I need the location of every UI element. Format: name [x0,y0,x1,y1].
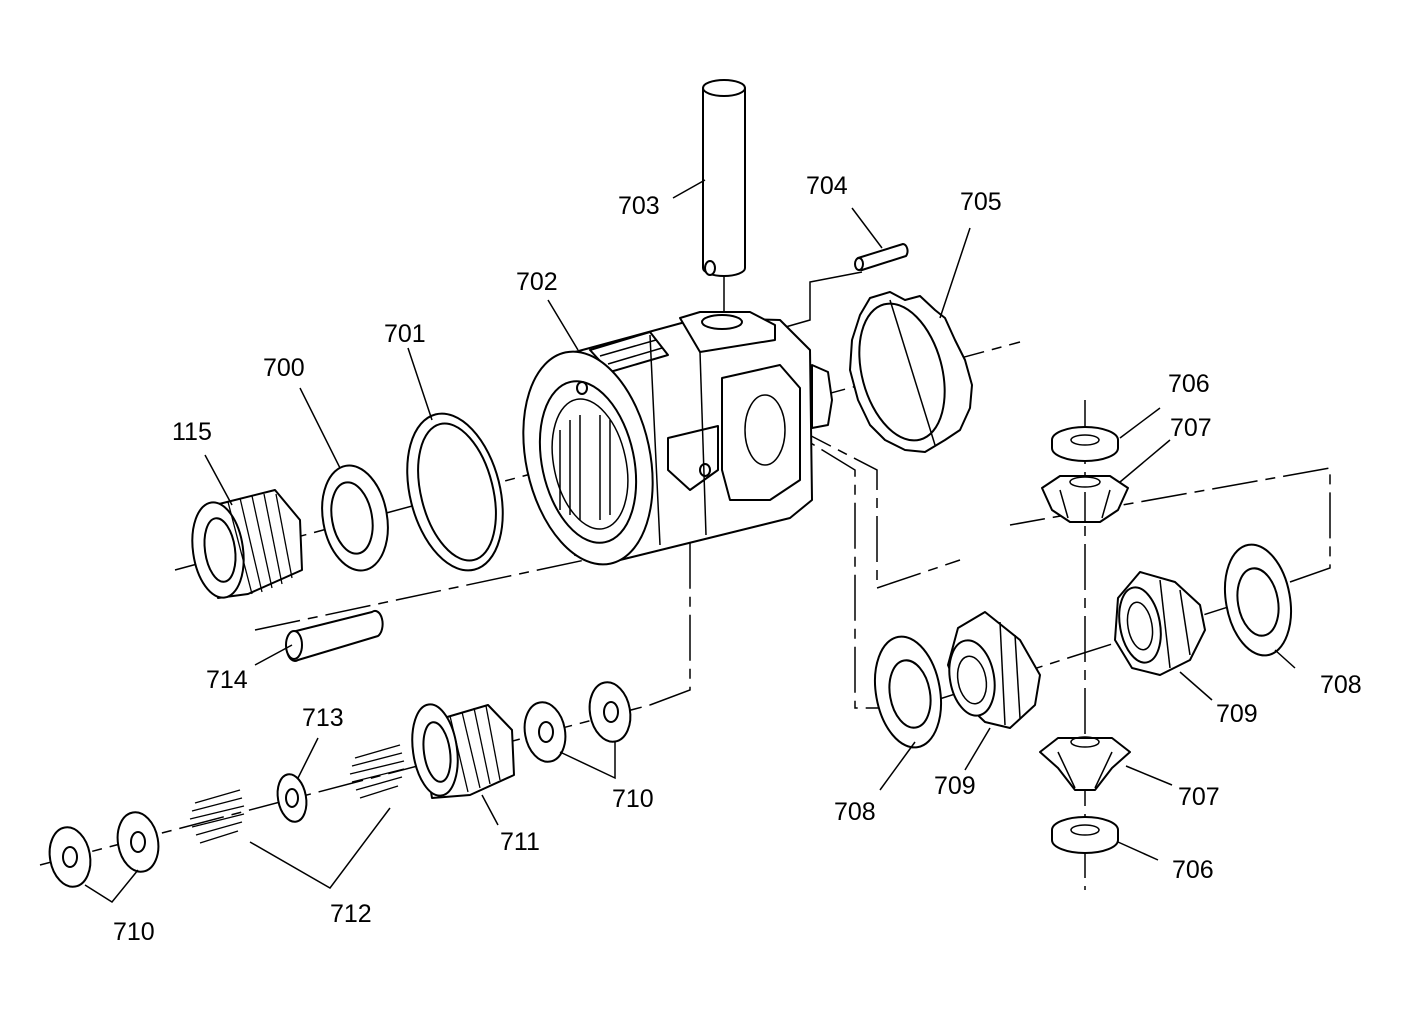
thrust-washer-706-bottom [1051,816,1119,854]
side-gear-709-right [1114,571,1206,676]
label-702: 702 [516,268,558,296]
label-708-left: 708 [834,798,876,826]
washers-710-mid [523,681,632,763]
washers-710-left [48,811,160,888]
callout-labels: 703 704 705 702 701 700 115 706 707 714 … [113,172,1362,946]
label-701: 701 [384,320,426,348]
label-711: 711 [500,828,540,856]
label-714: 714 [206,666,248,694]
pinion-shaft-714 [285,609,384,662]
label-704: 704 [806,172,848,200]
snap-ring-701 [406,412,504,572]
label-712: 712 [330,900,372,928]
label-707-bottom: 707 [1178,783,1220,811]
thrust-washer-700 [321,464,389,572]
label-709-left: 709 [934,772,976,800]
label-705: 705 [960,188,1002,216]
label-703: 703 [618,192,660,220]
label-700: 700 [263,354,305,382]
gear-711 [411,703,515,799]
label-713: 713 [302,704,344,732]
label-706-bottom: 706 [1172,856,1214,884]
washer-713 [276,773,308,823]
cross-shaft-703 [702,79,746,318]
leader-lines [84,179,1296,903]
pinion-gear-707-bottom [1039,736,1131,791]
label-709-right: 709 [1216,700,1258,728]
side-gear-709-left [947,611,1041,729]
label-706-top: 706 [1168,370,1210,398]
thrust-washer-706-top [1051,426,1119,462]
thrust-ring-705 [849,291,973,453]
spring-712-a [349,744,405,799]
label-710-left: 710 [113,918,155,946]
lock-pin-704 [774,243,909,331]
differential-case-702 [522,311,833,566]
pinion-gear-707-top [1041,475,1129,523]
spring-712-b [189,789,245,844]
springs-712 [189,744,405,844]
label-707-top: 707 [1170,414,1212,442]
label-115: 115 [172,418,212,446]
thrust-washer-708-right [1224,543,1292,657]
splined-gear-115 [191,489,303,599]
label-710-mid: 710 [612,785,654,813]
label-708-right: 708 [1320,671,1362,699]
thrust-washer-708-left [874,635,942,749]
